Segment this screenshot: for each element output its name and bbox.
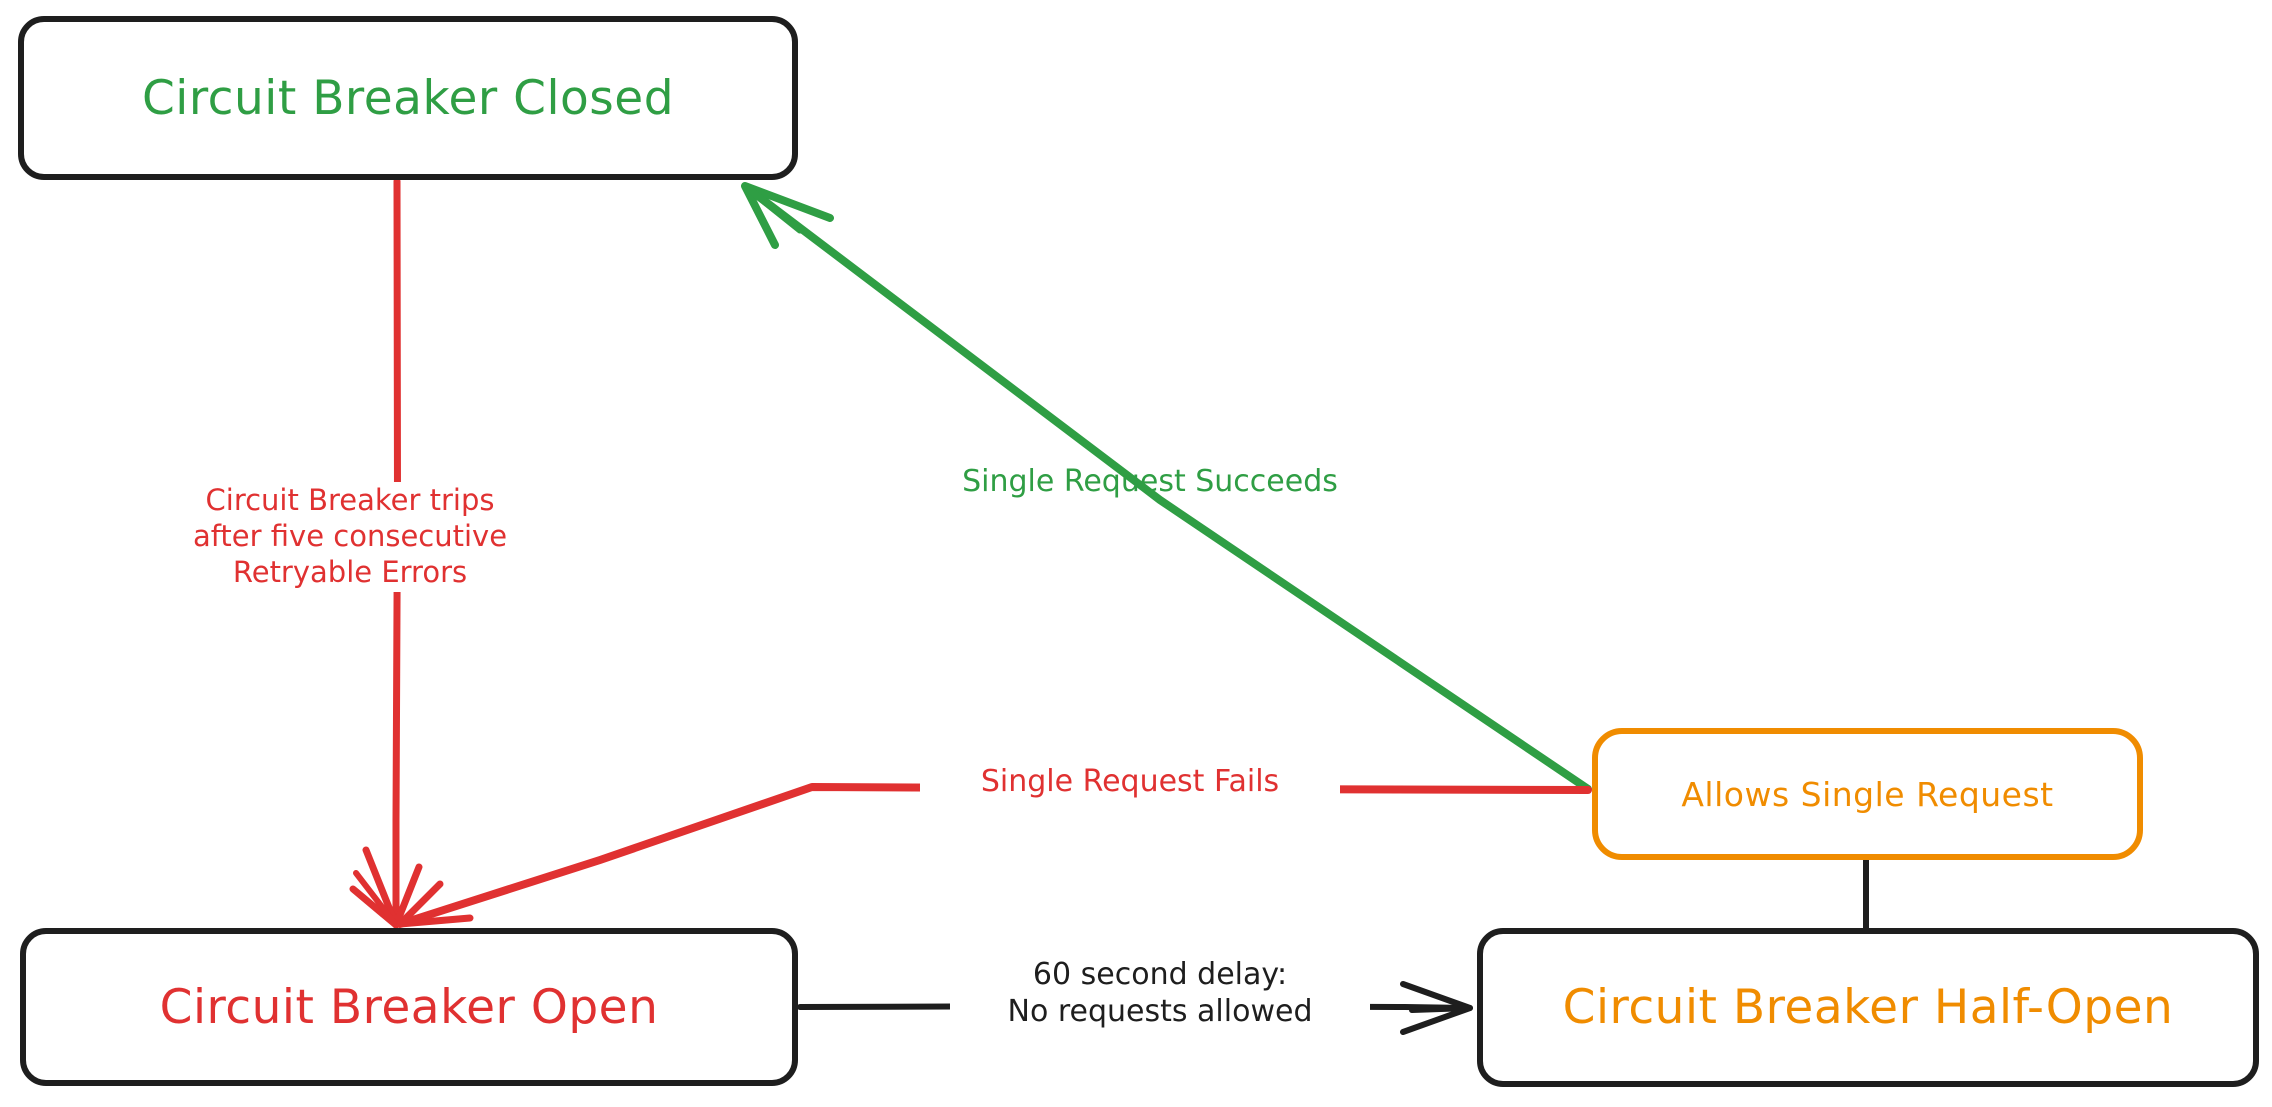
edge-label-single-request-succeeds: Single Request Succeeds — [962, 464, 1338, 499]
state-node-label: Circuit Breaker Open — [159, 979, 659, 1035]
edge-label-circuit-breaker-trips: Circuit Breaker trips after five consecu… — [150, 482, 550, 592]
edge-label-sixty-second-delay: 60 second delay: No requests allowed — [950, 955, 1370, 1032]
state-node-circuit-breaker-open[interactable]: Circuit Breaker Open — [20, 928, 798, 1086]
state-node-label: Circuit Breaker Half-Open — [1562, 980, 2174, 1035]
edge-allows-to-open — [396, 783, 1592, 928]
state-node-allows-single-request[interactable]: Allows Single Request — [1592, 728, 2143, 860]
state-node-circuit-breaker-half-open[interactable]: Circuit Breaker Half-Open — [1477, 928, 2259, 1087]
state-node-circuit-breaker-closed[interactable]: Circuit Breaker Closed — [18, 16, 798, 180]
edge-label-single-request-fails: Single Request Fails — [920, 762, 1340, 802]
state-node-label: Circuit Breaker Closed — [141, 70, 675, 126]
state-node-label: Allows Single Request — [1681, 774, 2054, 814]
